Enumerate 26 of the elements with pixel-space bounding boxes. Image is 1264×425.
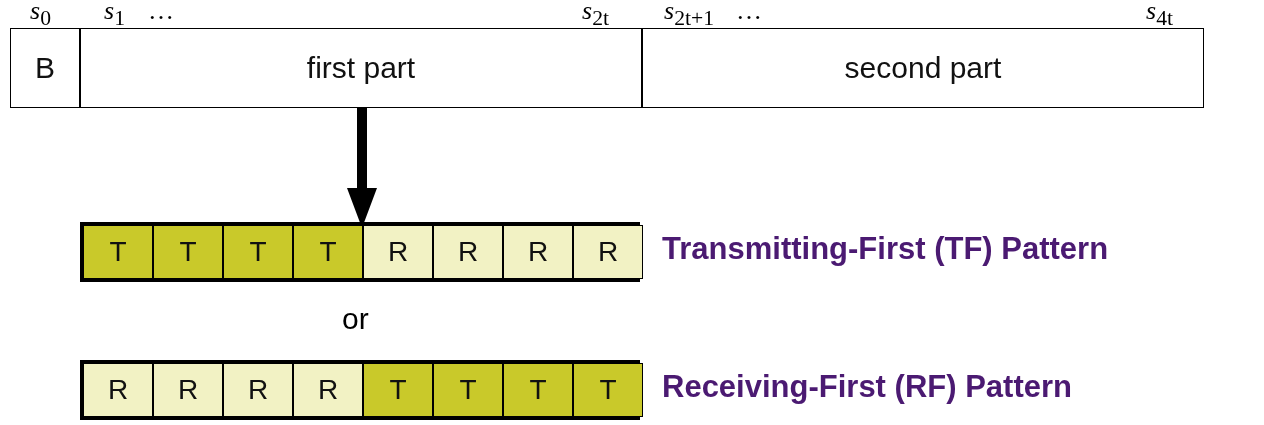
sequence-segment: B: [10, 28, 80, 108]
pattern-cell: R: [153, 363, 223, 417]
sequence-segment: second part: [642, 28, 1204, 108]
pattern-cell: R: [83, 363, 153, 417]
pattern-cell: T: [83, 225, 153, 279]
pattern-cell: R: [293, 363, 363, 417]
pattern-cell: T: [573, 363, 643, 417]
pattern-cell: T: [223, 225, 293, 279]
pattern-cell: T: [153, 225, 223, 279]
pattern-cell: R: [223, 363, 293, 417]
pattern-cell: T: [363, 363, 433, 417]
pattern-cell: R: [573, 225, 643, 279]
pattern-title: Receiving-First (RF) Pattern: [662, 369, 1072, 405]
ellipsis: …: [736, 0, 762, 26]
pattern-cell: R: [363, 225, 433, 279]
pattern-cell: T: [433, 363, 503, 417]
pattern-cell: R: [503, 225, 573, 279]
pattern-cell: T: [293, 225, 363, 279]
pattern-bar: [80, 222, 640, 282]
pattern-cell: T: [503, 363, 573, 417]
pattern-title: Transmitting-First (TF) Pattern: [662, 231, 1109, 267]
sequence-segment: first part: [80, 28, 642, 108]
pattern-bar: [80, 360, 640, 420]
ellipsis: …: [148, 0, 174, 26]
or-text: or: [342, 302, 369, 336]
pattern-cell: R: [433, 225, 503, 279]
